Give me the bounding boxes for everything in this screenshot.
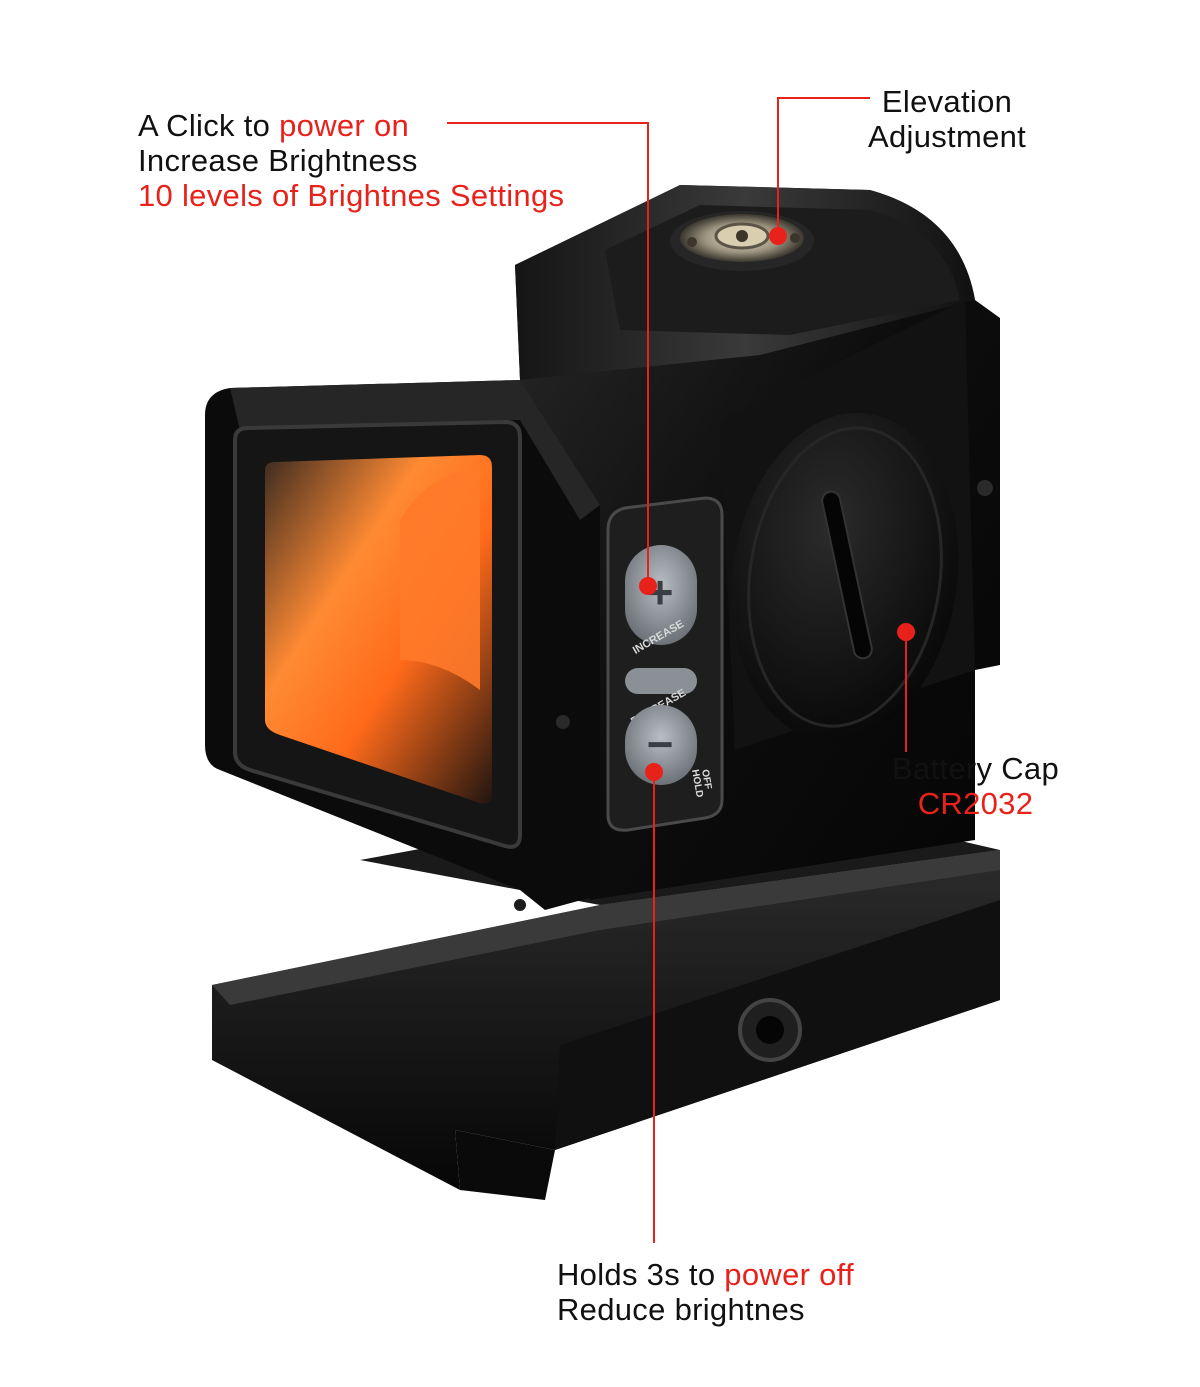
power-off-prefix: Holds 3s to: [557, 1257, 725, 1292]
reduce-brightness-text: Reduce brightnes: [557, 1292, 805, 1327]
power-on-prefix: A Click to: [138, 108, 280, 143]
elevation-line2: Adjustment: [868, 119, 1027, 154]
callout-lines: [447, 97, 907, 1243]
increase-brightness-text: Increase Brightness: [138, 143, 418, 178]
battery-cap-slot: [821, 490, 873, 660]
decrease-button[interactable]: −: [625, 705, 697, 785]
elevation-line1: Elevation: [881, 84, 1013, 119]
sight-body: + INCREASE DECREASE − HOLD OFF: [205, 185, 1000, 911]
power-on-dot: [639, 577, 657, 595]
power-off-dot: [645, 763, 663, 781]
power-on-callout: A Click to power on Increase Brightness …: [138, 108, 564, 213]
hold-label: HOLD: [689, 769, 705, 799]
power-on-highlight: power on: [279, 108, 410, 143]
battery-dot: [897, 623, 915, 641]
battery-callout: Battery Cap CR2032: [892, 751, 1059, 821]
battery-cap-text: Battery Cap: [892, 751, 1059, 786]
button-divider: [625, 668, 697, 694]
button-panel: + INCREASE DECREASE − HOLD OFF: [606, 496, 724, 832]
minus-symbol: −: [647, 718, 674, 770]
power-off-highlight: power off: [724, 1257, 854, 1292]
power-off-callout: Holds 3s to power off Reduce brightnes: [557, 1257, 854, 1327]
elevation-dot: [769, 227, 787, 245]
elevation-leader: [777, 97, 870, 236]
elevation-callout: Elevation Adjustment: [868, 84, 1026, 154]
off-label: OFF: [699, 769, 713, 791]
battery-model-text: CR2032: [917, 786, 1034, 821]
callout-dots: [639, 227, 915, 781]
elevation-knob[interactable]: [670, 211, 814, 271]
power-on-leader: [447, 122, 649, 586]
brightness-levels-text: 10 levels of Brightnes Settings: [138, 178, 565, 213]
increase-button[interactable]: +: [625, 545, 697, 645]
